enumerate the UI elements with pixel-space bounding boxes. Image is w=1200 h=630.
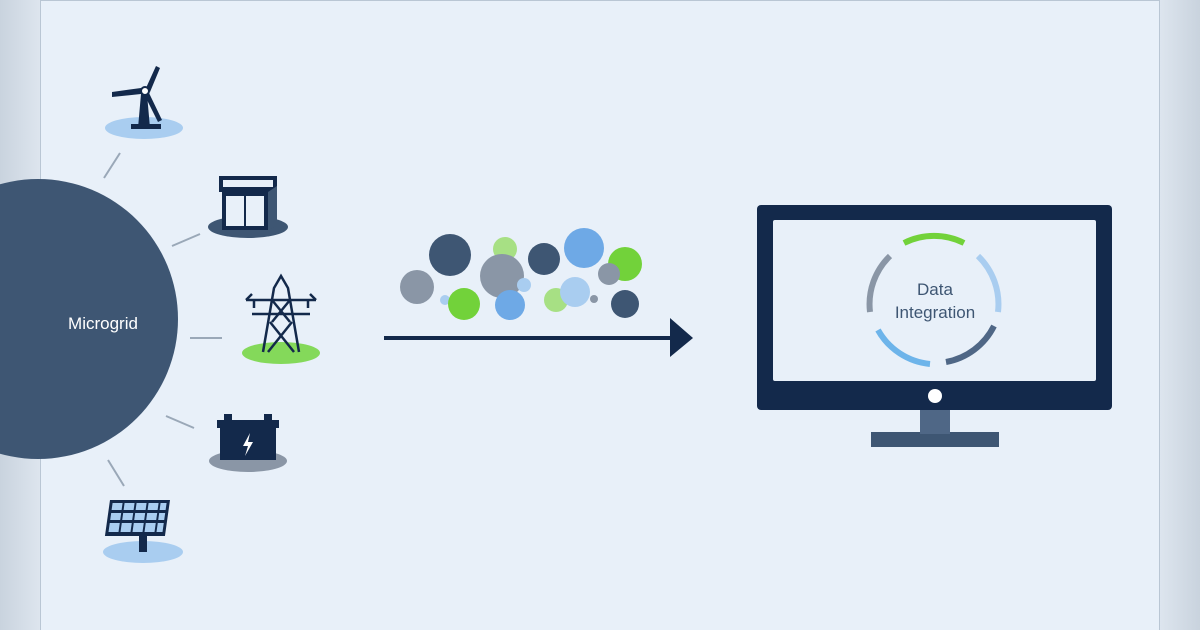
ring-segment bbox=[945, 324, 997, 365]
data-bubble bbox=[528, 243, 560, 275]
monitor-stand-base bbox=[871, 432, 999, 447]
monitor-screen bbox=[773, 220, 1096, 381]
connector-solar bbox=[107, 459, 125, 487]
data-bubble bbox=[564, 228, 604, 268]
data-bubble bbox=[598, 263, 620, 285]
battery-icon bbox=[209, 414, 287, 472]
ring-segment bbox=[866, 253, 893, 313]
solar-panel-icon bbox=[103, 500, 183, 563]
monitor-power-button bbox=[928, 389, 942, 403]
tower-base bbox=[242, 342, 320, 364]
ring-segment bbox=[975, 253, 1002, 313]
generator-icon bbox=[208, 176, 288, 238]
microgrid-circle bbox=[0, 179, 178, 459]
data-bubble bbox=[517, 278, 531, 292]
microgrid-hub: Microgrid bbox=[0, 179, 178, 459]
data-bubble bbox=[400, 270, 434, 304]
monitor-stand-neck bbox=[920, 408, 950, 434]
connector-battery bbox=[165, 415, 195, 429]
data-bubbles bbox=[400, 228, 642, 320]
data-bubble bbox=[611, 290, 639, 318]
ring-segment bbox=[875, 328, 931, 367]
ring-segment bbox=[902, 232, 966, 246]
monitor-title-line2: Integration bbox=[895, 303, 975, 322]
microgrid-label: Microgrid bbox=[68, 314, 138, 333]
data-bubble bbox=[429, 234, 471, 276]
data-bubble bbox=[440, 295, 450, 305]
data-bubble bbox=[590, 295, 598, 303]
integration-ring bbox=[866, 232, 1002, 367]
data-bubble bbox=[495, 290, 525, 320]
hub-connectors bbox=[103, 152, 222, 487]
flow-arrow-head bbox=[670, 318, 693, 357]
monitor-icon: Data Integration bbox=[757, 205, 1112, 447]
monitor-title-line1: Data bbox=[917, 280, 953, 299]
data-bubble bbox=[480, 254, 524, 298]
connector-generator bbox=[171, 233, 201, 247]
transmission-tower-icon bbox=[242, 273, 320, 364]
wind-turbine-icon bbox=[105, 66, 183, 139]
connector-wind bbox=[103, 152, 121, 179]
data-bubble bbox=[560, 277, 590, 307]
flow-arrow bbox=[384, 318, 693, 357]
data-bubble bbox=[448, 288, 480, 320]
